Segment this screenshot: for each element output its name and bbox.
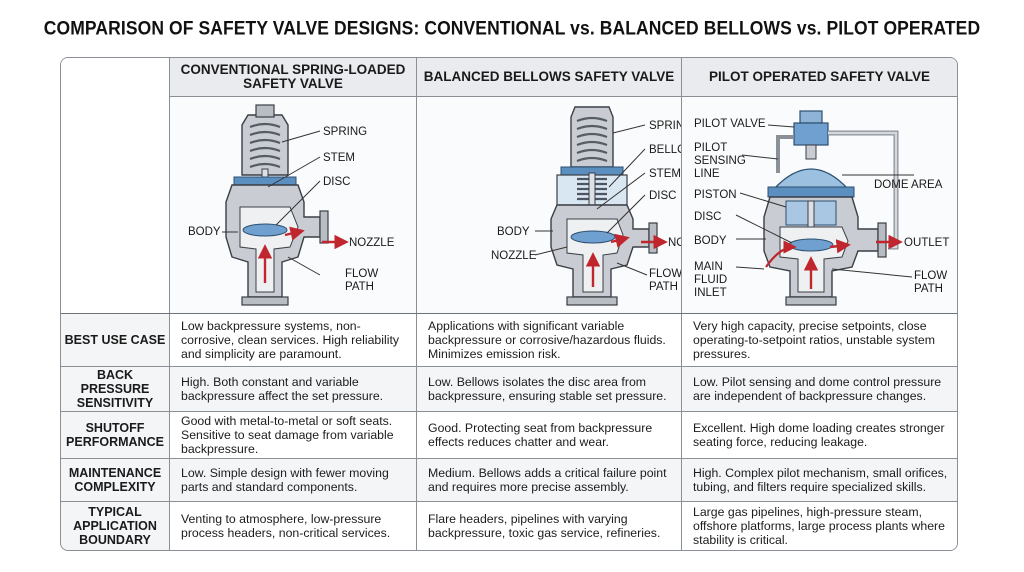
diagram-conventional: SPRING STEM DISC BODY NOZZLE FLOW PATH xyxy=(170,97,416,313)
row-label-application-boundary: TYPICAL APPLICATION BOUNDARY xyxy=(73,505,157,547)
label-spring: SPRING xyxy=(649,120,681,132)
header-conventional: CONVENTIONAL SPRING-LOADED SAFETY VALVE xyxy=(170,58,416,97)
label-disc: DISC xyxy=(649,190,676,202)
cell-shutoff-bellows: Good. Protecting seat from backpressure … xyxy=(417,412,681,458)
cell-back-pressure-conventional: High. Both constant and variable backpre… xyxy=(181,374,384,403)
label-stem: STEM xyxy=(649,168,681,180)
cell-maintenance-pilot: High. Complex pilot mechanism, small ori… xyxy=(693,465,948,494)
corner-blank xyxy=(61,58,169,313)
cell-shutoff-conventional: Good with metal-to-metal or soft seats. … xyxy=(170,412,416,458)
label-piston: PISTON xyxy=(694,189,737,201)
balanced-bellows-valve-illustration: SPRING BELLOWS STEM DISC BODY NOZZLE NOZ… xyxy=(491,106,714,306)
cell-back-pressure-pilot: Low. Pilot sensing and dome control pres… xyxy=(693,374,942,403)
label-outlet: OUTLET xyxy=(904,237,949,249)
row-label-back-pressure: BACK PRESSURE SENSITIVITY xyxy=(76,368,154,410)
label-body: BODY xyxy=(188,226,221,238)
label-bellows: BELLOWS xyxy=(649,144,681,156)
header-pilot-operated: PILOT OPERATED SAFETY VALVE xyxy=(682,58,957,97)
cell-boundary-bellows: Flare headers, pipelines with varying ba… xyxy=(417,502,681,550)
label-disc: DISC xyxy=(323,176,350,188)
label-flow: FLOW xyxy=(914,270,947,282)
cell-maintenance-bellows: Medium. Bellows adds a critical failure … xyxy=(428,465,667,494)
grid-divider xyxy=(61,313,957,315)
grid-divider xyxy=(169,58,171,550)
label-path: PATH xyxy=(345,281,374,293)
cell-back-pressure-bellows: Low. Bellows isolates the disc area from… xyxy=(428,374,667,403)
grid-divider xyxy=(61,501,957,503)
label-disc: DISC xyxy=(694,211,721,223)
label-nozzle: NOZZLE xyxy=(668,237,681,249)
diagram-pilot-operated: PILOT VALVE PILOT SENSING LINE PISTON DI… xyxy=(682,97,957,313)
row-label-maintenance: MAINTENANCE COMPLEXITY xyxy=(68,466,162,494)
label-sensing: SENSING xyxy=(694,155,746,167)
label-pilot-valve: PILOT VALVE xyxy=(694,118,766,130)
diagram-balanced-bellows: SPRING BELLOWS STEM DISC BODY NOZZLE NOZ… xyxy=(417,97,714,313)
label-body: BODY xyxy=(694,235,727,247)
label-nozzle: NOZZLE xyxy=(349,237,395,249)
label-flow: FLOW xyxy=(649,268,681,280)
cell-maintenance-conventional: Low. Simple design with fewer moving par… xyxy=(181,465,389,494)
label-fluid: FLUID xyxy=(694,274,727,286)
grid-divider xyxy=(416,58,418,550)
row-label-best-use-case: BEST USE CASE xyxy=(64,333,166,347)
label-line: LINE xyxy=(694,168,720,180)
label-path: PATH xyxy=(914,283,943,295)
label-dome-area: DOME AREA xyxy=(874,179,943,191)
cell-best-use-conventional: Low backpressure systems, non-corrosive,… xyxy=(170,314,416,366)
label-inlet: INLET xyxy=(694,287,727,299)
comparison-table: CONVENTIONAL SPRING-LOADED SAFETY VALVE … xyxy=(60,57,958,551)
cell-boundary-conventional: Venting to atmosphere, low-pressure proc… xyxy=(170,502,416,550)
cell-best-use-pilot: Very high capacity, precise setpoints, c… xyxy=(682,314,957,366)
grid-divider xyxy=(61,458,957,460)
cell-shutoff-pilot: Excellent. High dome loading creates str… xyxy=(682,412,957,458)
page-title: COMPARISON OF SAFETY VALVE DESIGNS: CONV… xyxy=(43,16,981,40)
row-label-shutoff: SHUTOFF PERFORMANCE xyxy=(66,421,164,449)
label-path: PATH xyxy=(649,281,678,293)
label-nozzle-left: NOZZLE xyxy=(491,250,537,262)
header-balanced-bellows: BALANCED BELLOWS SAFETY VALVE xyxy=(417,58,681,97)
label-pilot: PILOT xyxy=(694,142,727,154)
label-body: BODY xyxy=(497,226,530,238)
conventional-valve-illustration: SPRING STEM DISC BODY NOZZLE FLOW PATH xyxy=(188,104,395,306)
pilot-operated-valve-illustration: PILOT VALVE PILOT SENSING LINE PISTON DI… xyxy=(694,110,949,306)
grid-divider xyxy=(61,366,957,368)
cell-best-use-bellows: Applications with significant variable b… xyxy=(417,314,681,366)
grid-divider xyxy=(61,411,957,413)
label-spring: SPRING xyxy=(323,126,367,138)
label-flow: FLOW xyxy=(345,268,378,280)
cell-boundary-pilot: Large gas pipelines, high-pressure steam… xyxy=(682,502,957,550)
grid-divider xyxy=(681,58,683,550)
label-stem: STEM xyxy=(323,152,355,164)
label-main: MAIN xyxy=(694,261,723,273)
